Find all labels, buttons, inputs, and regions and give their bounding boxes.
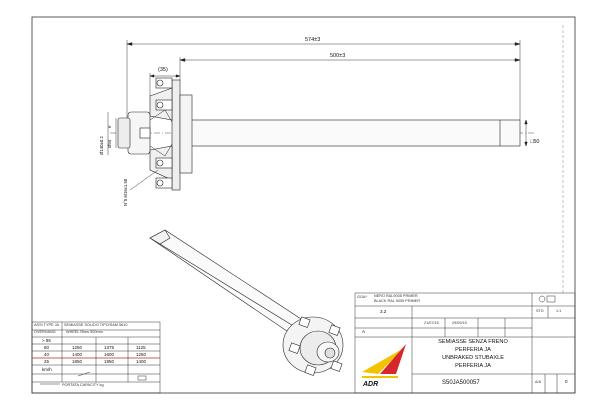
hub-flange [171, 79, 181, 191]
dim-hub-diameter: Ø94 [107, 139, 112, 148]
date-approved: 29/09/15 [452, 321, 467, 325]
sheet-border [31, 16, 576, 394]
table-cell: 1850 [72, 359, 83, 364]
title-line-1: SEMIASSE SENZA FRENO [438, 339, 508, 345]
table-cell: 60 [44, 345, 50, 350]
table-cell: 1250 [136, 352, 147, 357]
title-line-4: PERFERIA JA [455, 363, 491, 369]
table-row2-left: OVERHANG [34, 330, 56, 334]
date-drawn: 21/07/15 [424, 321, 439, 325]
material-line2: BLACK RAL 9005 PRIMER [374, 299, 421, 303]
table-cell: > 85 [42, 338, 51, 343]
table-cell: 1950 [104, 359, 115, 364]
weight-value: 3.2 [380, 309, 387, 314]
dim-axle-length: 500±3 [330, 53, 346, 59]
table-cell: 40 [44, 352, 50, 357]
wheel-studs [139, 77, 173, 189]
std-label: STD [536, 309, 544, 313]
table-header-left: ASSI TYPE JA [34, 323, 60, 327]
table-row2-right: WHEEL Rims 500mm [66, 330, 103, 334]
dim-overall-length: 574±3 [305, 37, 321, 43]
table-cell: 1400 [72, 352, 83, 357]
table-footer: PORTATA CAPACITY kg [62, 383, 104, 387]
table-cell: 1125 [136, 345, 146, 350]
dimension-lines [107, 40, 528, 191]
table-cell: 1600 [104, 352, 115, 357]
iso-studs [288, 316, 343, 376]
revision-value: A [362, 329, 366, 334]
title-line-3: UNBRAKED STUBAXLE [442, 355, 504, 361]
dim-hub-bore: Ø140±0.2 [99, 136, 104, 155]
sheet-size: A/A [535, 380, 542, 384]
dim-hub-mark: e [107, 125, 112, 128]
adr-logo-graphic [362, 344, 406, 378]
material-label: GGA* [357, 295, 367, 299]
dim-square-section: □50 [530, 139, 540, 145]
axle-bar [189, 119, 521, 147]
axle-isometric-view [149, 229, 344, 376]
table-cell: 1375 [104, 345, 115, 350]
title-line-2: PERFERIA JA [455, 347, 491, 353]
table-cell: 1250 [72, 345, 83, 350]
specs-table-grid [31, 321, 161, 394]
material-line1: NERO RAL9005 PRIMER [374, 294, 418, 298]
table-cell: 25 [44, 359, 50, 364]
scale-value: 1:1 [556, 309, 562, 313]
table-header-right: SEMIASSE SOLIDO TIPO/SAM 5610 [64, 323, 128, 327]
table-cell: km/h [42, 367, 52, 372]
dim-offset: (35) [158, 67, 168, 73]
sheet-index: 0 [565, 379, 568, 384]
hub-body [179, 94, 193, 174]
dim-studs: N°5 M16x1.50 [123, 178, 128, 206]
drawing-number: S50JA500057 [442, 380, 480, 386]
table-cell: 1400 [136, 359, 147, 364]
axle-elevation-view [110, 77, 535, 191]
title-block-grid [354, 292, 576, 394]
adr-logo-text: ADR [363, 381, 379, 388]
